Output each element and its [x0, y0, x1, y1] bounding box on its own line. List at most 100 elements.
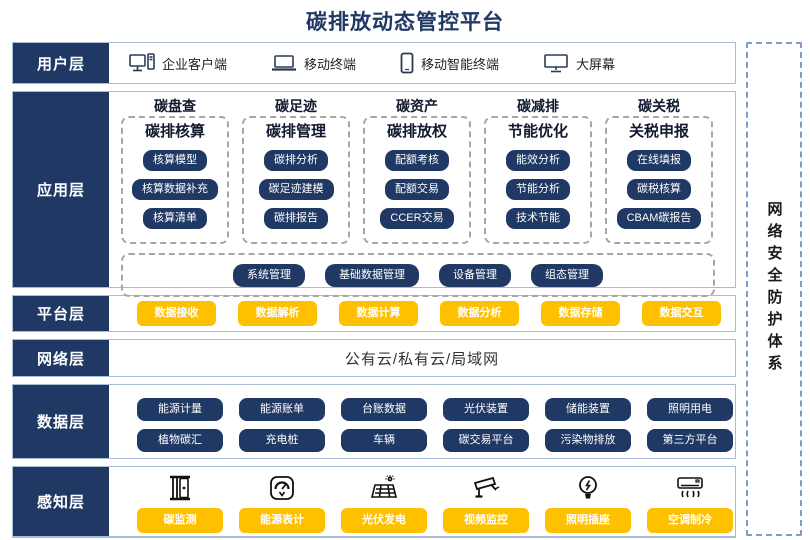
user-item-enterprise-client: 企业客户端 [129, 53, 227, 73]
solar-panel-icon [369, 473, 399, 503]
layer-row-perception: 感知层 碳监测 [12, 466, 736, 538]
sense-pill: 空调制冷 [647, 508, 733, 533]
app-column-header: 碳盘查 [154, 98, 196, 114]
sense-pill: 照明插座 [545, 508, 631, 533]
app-module-box: 碳排管理 碳排分析 碳足迹建模 碳排报告 [242, 116, 350, 244]
common-module-pill: 系统管理 [233, 263, 305, 287]
application-columns: 碳盘查 碳排核算 核算模型 核算数据补充 核算清单 碳足迹 碳排管理 碳排分析 [121, 96, 715, 244]
layer-label-network: 网络层 [13, 340, 109, 376]
platform-pill: 数据解析 [238, 301, 317, 326]
app-feature-pill: 核算数据补充 [132, 179, 218, 200]
user-items: 企业客户端 移动终端 [109, 43, 735, 83]
data-source-pill: 污染物排放 [545, 429, 631, 452]
data-source-pill: 照明用电 [647, 398, 733, 421]
user-item-label: 企业客户端 [162, 56, 228, 72]
layer-row-network: 网络层 公有云/私有云/局域网 [12, 339, 736, 377]
app-feature-pill: 碳排分析 [264, 150, 328, 171]
layer-row-data: 数据层 能源计量 能源账单 台账数据 光伏装置 储能装置 照明用电 植物碳汇 充… [12, 384, 736, 459]
app-module-box: 关税申报 在线填报 碳税核算 CBAM碳报告 [605, 116, 713, 244]
app-feature-pill: 碳税核算 [627, 179, 691, 200]
big-screen-icon [543, 53, 569, 73]
data-source-pill: 台账数据 [341, 398, 427, 421]
layer-label-application: 应用层 [13, 92, 109, 287]
layer-label-user: 用户层 [13, 43, 109, 83]
data-source-pill: 能源账单 [239, 398, 325, 421]
air-conditioner-icon [675, 473, 705, 503]
platform-pill: 数据存储 [541, 301, 620, 326]
cctv-camera-icon [471, 473, 501, 503]
app-box-title: 碳排核算 [144, 123, 205, 140]
app-box-title: 关税申报 [628, 123, 689, 140]
app-feature-pill: CBAM碳报告 [616, 208, 702, 229]
sense-pill: 能源表计 [239, 508, 325, 533]
app-feature-pill: 碳足迹建模 [258, 179, 334, 200]
sense-item-air-conditioner: 空调制冷 [647, 473, 733, 533]
app-column-carbon-asset: 碳资产 碳排放权 配额考核 配额交易 CCER交易 [363, 96, 471, 244]
app-column-carbon-tariff: 碳关税 关税申报 在线填报 碳税核算 CBAM碳报告 [605, 96, 713, 244]
app-column-carbon-inventory: 碳盘查 碳排核算 核算模型 核算数据补充 核算清单 [121, 96, 229, 244]
application-content: 碳盘查 碳排核算 核算模型 核算数据补充 核算清单 碳足迹 碳排管理 碳排分析 [109, 92, 735, 297]
app-column-header: 碳资产 [396, 98, 438, 114]
app-module-box: 节能优化 能效分析 节能分析 技术节能 [484, 116, 592, 244]
smartphone-icon [400, 52, 414, 74]
user-item-mobile-terminal: 移动终端 [271, 54, 356, 73]
security-sidebar: 网络安全防护体系 [746, 42, 802, 536]
data-source-pill: 碳交易平台 [443, 429, 529, 452]
app-feature-pill: CCER交易 [380, 208, 454, 229]
data-content: 能源计量 能源账单 台账数据 光伏装置 储能装置 照明用电 植物碳汇 充电桩 车… [109, 385, 735, 458]
app-feature-pill: 碳排报告 [264, 208, 328, 229]
energy-meter-icon [268, 473, 296, 503]
app-column-carbon-footprint: 碳足迹 碳排管理 碳排分析 碳足迹建模 碳排报告 [242, 96, 350, 244]
data-source-pill: 光伏装置 [443, 398, 529, 421]
common-modules-box: 系统管理 基础数据管理 设备管理 组态管理 [121, 253, 715, 297]
layer-label-platform: 平台层 [13, 296, 109, 331]
perception-content: 碳监测 能源表计 [109, 467, 735, 536]
page-title: 碳排放动态管控平台 [306, 11, 504, 34]
app-box-title: 碳排放权 [386, 123, 447, 140]
app-box-title: 节能优化 [507, 123, 568, 140]
app-feature-pill: 在线填报 [627, 150, 691, 171]
layer-row-platform: 平台层 数据接收 数据解析 数据计算 数据分析 数据存储 数据交互 [12, 295, 736, 332]
sense-item-cctv: 视频监控 [443, 473, 529, 533]
sense-item-solar: 光伏发电 [341, 473, 427, 533]
app-module-box: 碳排核算 核算模型 核算数据补充 核算清单 [121, 116, 229, 244]
perception-grid: 碳监测 能源表计 [109, 467, 735, 533]
data-source-pill: 充电桩 [239, 429, 325, 452]
data-source-pill: 植物碳汇 [137, 429, 223, 452]
data-source-pill: 能源计量 [137, 398, 223, 421]
platform-items: 数据接收 数据解析 数据计算 数据分析 数据存储 数据交互 [109, 296, 735, 331]
layer-row-user: 用户层 企业客户端 [12, 42, 736, 84]
security-sidebar-label: 网络安全防护体系 [765, 201, 783, 377]
sense-item-energy-meter: 能源表计 [239, 473, 325, 533]
sense-pill: 视频监控 [443, 508, 529, 533]
layer-label-data: 数据层 [13, 385, 109, 458]
laptop-icon [271, 54, 297, 72]
app-feature-pill: 核算清单 [143, 208, 207, 229]
platform-pill: 数据分析 [440, 301, 519, 326]
carbon-monitor-icon [166, 473, 194, 503]
sense-item-carbon-monitor: 碳监测 [137, 473, 223, 533]
user-item-label: 移动终端 [304, 56, 357, 72]
app-feature-pill: 节能分析 [506, 179, 570, 200]
layer-row-application: 应用层 碳盘查 碳排核算 核算模型 核算数据补充 核算清单 碳足迹 [12, 91, 736, 297]
sense-pill: 碳监测 [137, 508, 223, 533]
common-module-pill: 设备管理 [439, 263, 511, 287]
network-clouds-text: 公有云/私有云/局域网 [344, 350, 500, 368]
data-sources-grid: 能源计量 能源账单 台账数据 光伏装置 储能装置 照明用电 植物碳汇 充电桩 车… [109, 385, 735, 452]
app-feature-pill: 配额考核 [385, 150, 449, 171]
app-column-header: 碳减排 [517, 98, 559, 114]
platform-pill: 数据接收 [137, 301, 216, 326]
app-module-box: 碳排放权 配额考核 配额交易 CCER交易 [363, 116, 471, 244]
data-source-pill: 车辆 [341, 429, 427, 452]
user-item-label: 移动智能终端 [421, 56, 500, 72]
layer-label-perception: 感知层 [13, 467, 109, 536]
app-column-carbon-reduction: 碳减排 节能优化 能效分析 节能分析 技术节能 [484, 96, 592, 244]
data-source-pill: 储能装置 [545, 398, 631, 421]
app-feature-pill: 技术节能 [506, 208, 570, 229]
light-bulb-icon [577, 473, 599, 503]
desktop-pc-icon [129, 53, 155, 73]
user-item-label: 大屏幕 [576, 56, 616, 72]
platform-pill: 数据计算 [339, 301, 418, 326]
user-item-smart-terminal: 移动智能终端 [400, 52, 499, 74]
user-item-big-screen: 大屏幕 [543, 53, 615, 73]
